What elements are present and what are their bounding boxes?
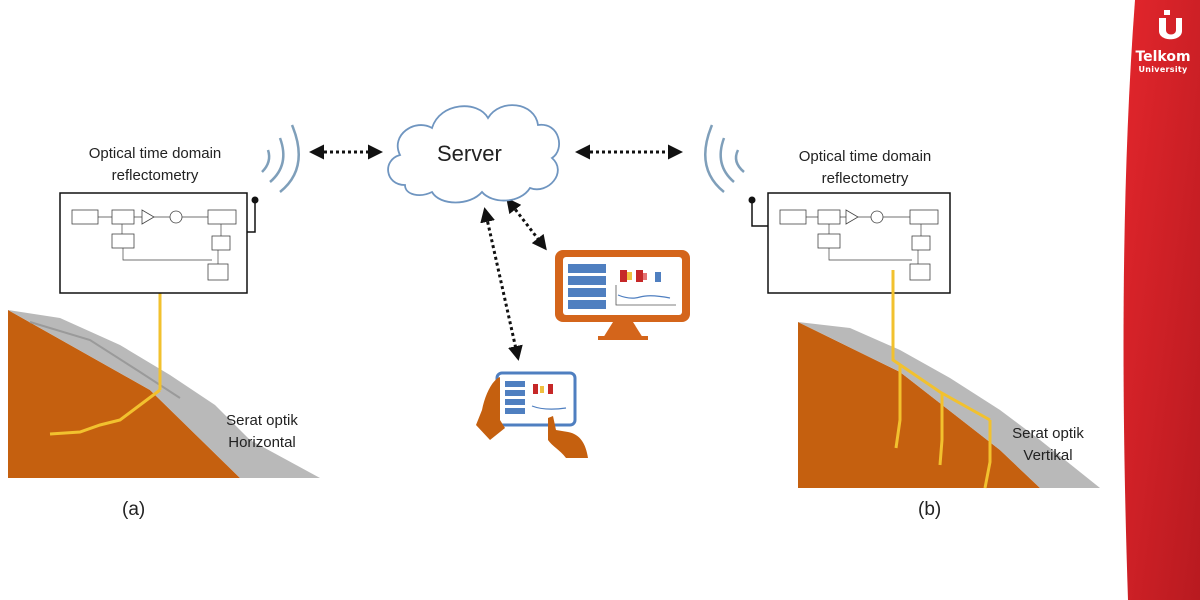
tablet-icon [495,371,577,427]
right-title: Optical time domain reflectometry [770,146,960,190]
left-rock-layer [8,310,320,478]
brand-name-sub: University [1138,65,1188,74]
right-fiber-label: Serat optik Vertikal [998,423,1098,467]
telkom-logo-icon [1159,10,1182,40]
brand-stripe [1123,0,1200,600]
right-fiber-label-line2: Vertikal [1023,447,1073,464]
arrow-server-monitor [506,197,547,251]
right-fiber-label-line1: Serat optik [1012,425,1084,442]
right-slope [798,270,1100,489]
left-title-line2: reflectometry [111,167,199,184]
right-title-line1: Optical time domain [798,148,932,165]
right-soil [798,322,1040,488]
left-otdr-box [59,192,259,294]
right-fiber-main [891,270,991,422]
left-title: Optical time domain reflectometry [60,143,250,187]
brand-name-main: Telkom [1135,49,1191,65]
server-label: Server [437,141,502,166]
caption-a: (a) [122,499,146,520]
left-fiber-horizontal [49,388,161,436]
right-otdr-box [748,192,951,294]
arrow-server-tablet [480,207,523,361]
left-fiber-label: Serat optik Horizontal [212,410,312,454]
hand-icon [476,377,588,458]
caption-b: (b) [918,499,942,520]
monitor-icon [555,250,690,340]
cloud-icon [387,104,560,204]
left-title-line1: Optical time domain [88,145,222,162]
left-fiber-label-line1: Serat optik [226,412,298,429]
brand-name: Telkom University [1130,49,1196,75]
right-fiber-drop-2 [938,394,944,466]
right-fiber-drop-1 [894,366,902,449]
right-title-line2: reflectometry [821,170,909,187]
right-rock-layer [798,322,1100,488]
right-fiber-drop-3 [983,420,992,489]
left-soil [8,310,240,478]
wifi-icon-right [704,124,745,193]
left-slope [8,290,320,478]
left-fiber-label-line2: Horizontal [228,434,296,451]
wifi-icon [261,124,300,193]
